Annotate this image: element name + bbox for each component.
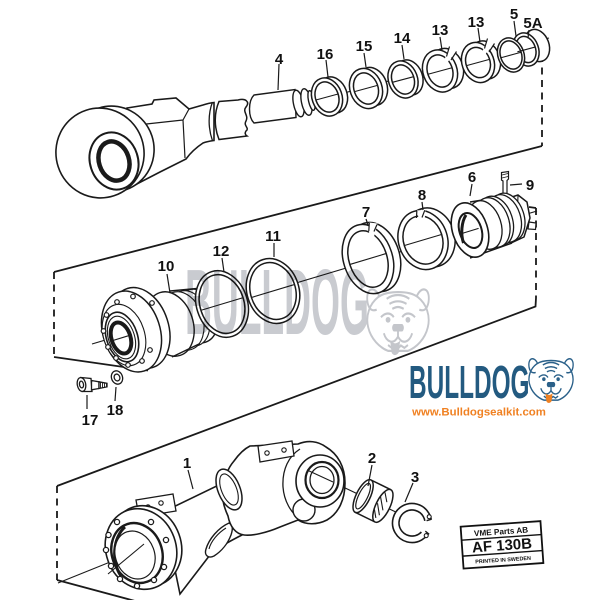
svg-text:5: 5 bbox=[510, 6, 518, 23]
svg-text:13: 13 bbox=[432, 22, 449, 39]
svg-text:17: 17 bbox=[82, 412, 99, 429]
svg-text:7: 7 bbox=[362, 204, 370, 221]
svg-text:5A: 5A bbox=[523, 15, 542, 32]
svg-text:9: 9 bbox=[526, 177, 534, 194]
svg-text:4: 4 bbox=[275, 51, 284, 68]
svg-text:www.Bulldogsealkit.com: www.Bulldogsealkit.com bbox=[411, 407, 546, 419]
svg-text:BULLDOG: BULLDOG bbox=[185, 251, 369, 355]
svg-text:13: 13 bbox=[468, 14, 485, 31]
svg-text:3: 3 bbox=[411, 469, 419, 486]
svg-text:PRINTED IN SWEDEN: PRINTED IN SWEDEN bbox=[475, 556, 531, 566]
svg-text:1: 1 bbox=[183, 455, 191, 472]
svg-text:14: 14 bbox=[394, 30, 411, 47]
svg-text:15: 15 bbox=[356, 38, 373, 55]
svg-text:10: 10 bbox=[158, 258, 175, 275]
svg-text:6: 6 bbox=[468, 169, 476, 186]
svg-text:VME Parts AB: VME Parts AB bbox=[474, 526, 529, 539]
svg-text:BULLDOG: BULLDOG bbox=[409, 357, 529, 408]
svg-text:12: 12 bbox=[213, 243, 230, 260]
svg-text:18: 18 bbox=[107, 402, 124, 419]
svg-text:8: 8 bbox=[418, 187, 426, 204]
svg-text:AF 130B: AF 130B bbox=[472, 535, 533, 556]
svg-text:2: 2 bbox=[368, 450, 376, 467]
svg-text:11: 11 bbox=[265, 228, 281, 245]
svg-text:16: 16 bbox=[317, 46, 334, 63]
